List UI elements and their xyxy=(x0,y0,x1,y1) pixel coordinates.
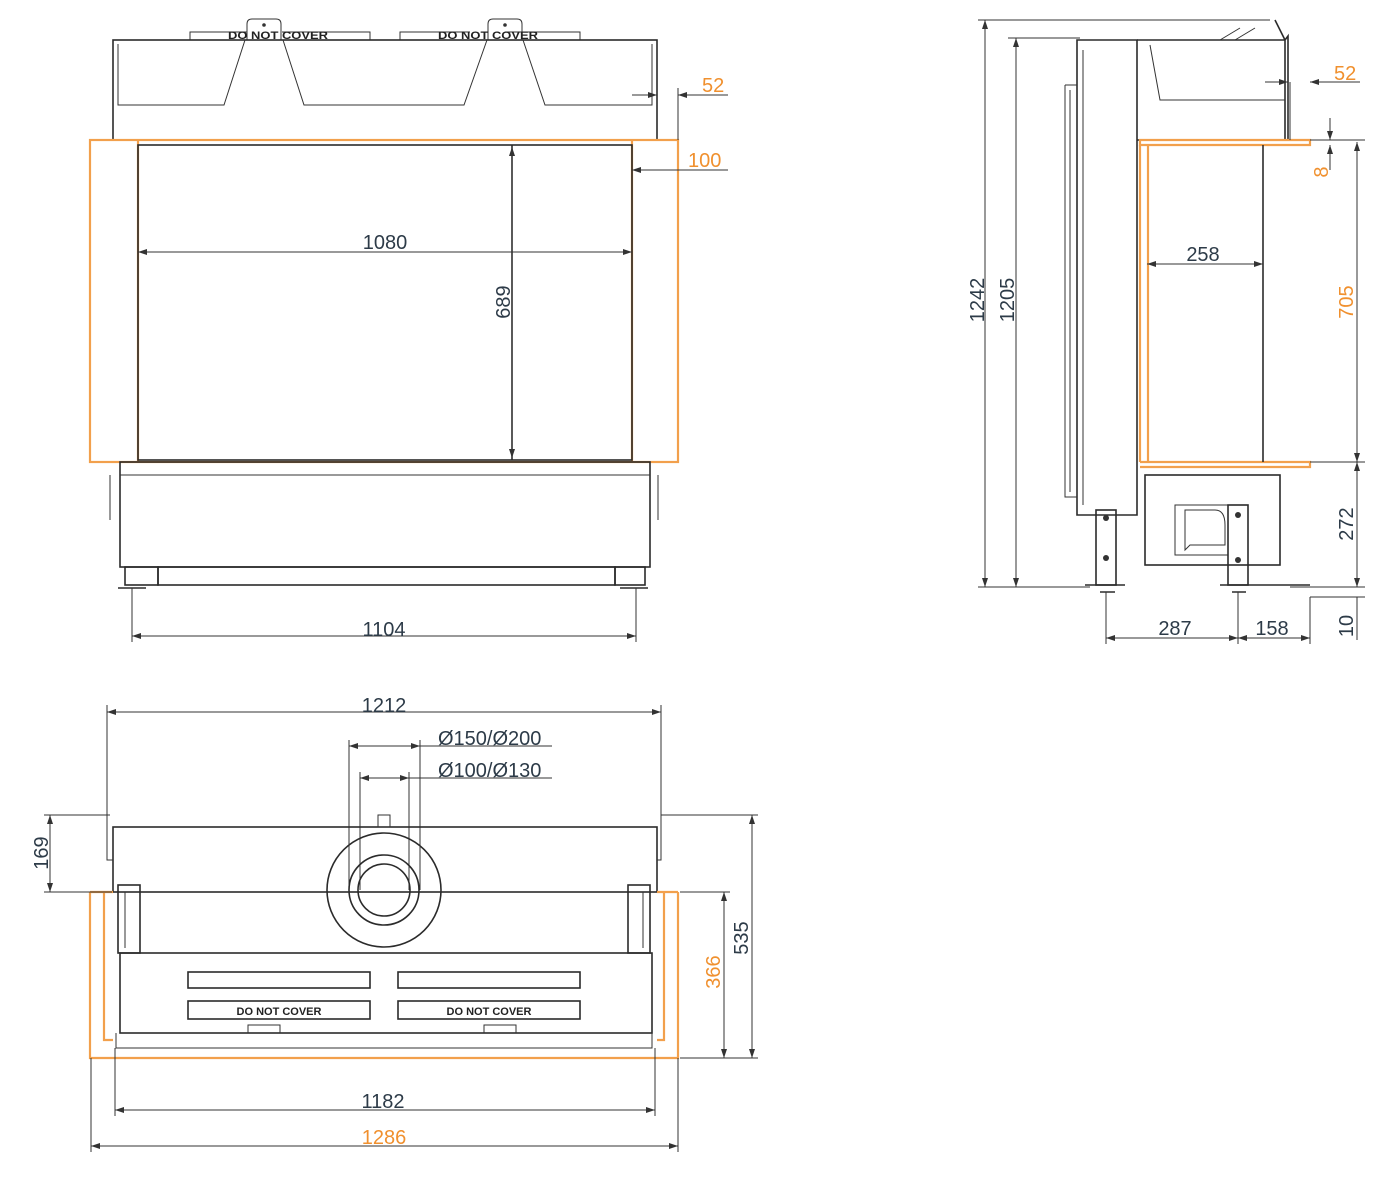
burner-box xyxy=(1144,474,1281,566)
vent-label-left: DO NOT COVER xyxy=(237,1006,322,1018)
dim-total-height: 1242 xyxy=(967,278,989,323)
frame-outline xyxy=(88,138,680,464)
dim-side-top-offset: 52 xyxy=(1334,63,1356,85)
dim-frame-offset: 100 xyxy=(688,150,721,172)
dim-flue-inner: Ø100/Ø130 xyxy=(438,760,541,782)
side-view: 1242 1205 52 8 258 705 xyxy=(967,19,1365,644)
foot-right xyxy=(614,566,646,586)
dim-glass-height: 689 xyxy=(493,285,515,318)
flue-collar-inner xyxy=(357,863,411,917)
dim-top-width: 1212 xyxy=(362,695,407,717)
dim-flue-outer: Ø150/Ø200 xyxy=(438,728,541,750)
plan-view: 1212 Ø150/Ø200 Ø100/Ø130 DO NOT COVER DO… xyxy=(31,695,758,1152)
dim-top-offset: 52 xyxy=(702,75,724,97)
back-panel xyxy=(1076,39,1138,516)
glass-panel xyxy=(137,144,633,461)
front-view: DO NOT COVER DO NOT COVER 1104 1080 689 … xyxy=(88,18,728,642)
dim-front-depth: 158 xyxy=(1255,618,1288,640)
dim-frame-height: 705 xyxy=(1336,285,1358,318)
dim-frame-width: 1286 xyxy=(362,1127,407,1149)
dim-body-width: 1182 xyxy=(361,1091,404,1113)
dim-inner-depth: 258 xyxy=(1186,244,1219,266)
flue-box xyxy=(112,39,658,141)
foot-left xyxy=(124,566,159,586)
dim-rear-depth: 169 xyxy=(31,836,53,869)
dim-frame-gap: 8 xyxy=(1311,166,1333,177)
vent-bottom-left xyxy=(187,1000,371,1020)
vent-label-right: DO NOT COVER xyxy=(447,1006,532,1018)
flue-collar-middle xyxy=(348,854,420,926)
dim-base-height: 272 xyxy=(1336,507,1358,540)
dim-body-height: 1205 xyxy=(997,278,1019,323)
dim-glass-width: 1080 xyxy=(363,232,408,254)
vent-top-left xyxy=(187,971,371,989)
dim-frame-depth: 366 xyxy=(703,955,725,988)
vent-bottom-right xyxy=(397,1000,581,1020)
plan-lower-box xyxy=(119,952,653,1034)
dim-feet-height: 10 xyxy=(1336,615,1358,637)
base-section xyxy=(119,461,651,568)
front-tab-label-right: DO NOT COVER xyxy=(438,30,538,42)
vent-top-right xyxy=(397,971,581,989)
plan-top-box xyxy=(112,826,658,893)
flue-collar-outer xyxy=(326,832,442,948)
front-tab-label-left: DO NOT COVER xyxy=(228,30,328,42)
dim-feet-width: 1104 xyxy=(362,619,405,641)
top-tabs: DO NOT COVER DO NOT COVER xyxy=(189,18,581,42)
dim-feet-spacing: 287 xyxy=(1158,618,1191,640)
dim-total-depth: 535 xyxy=(731,921,753,954)
